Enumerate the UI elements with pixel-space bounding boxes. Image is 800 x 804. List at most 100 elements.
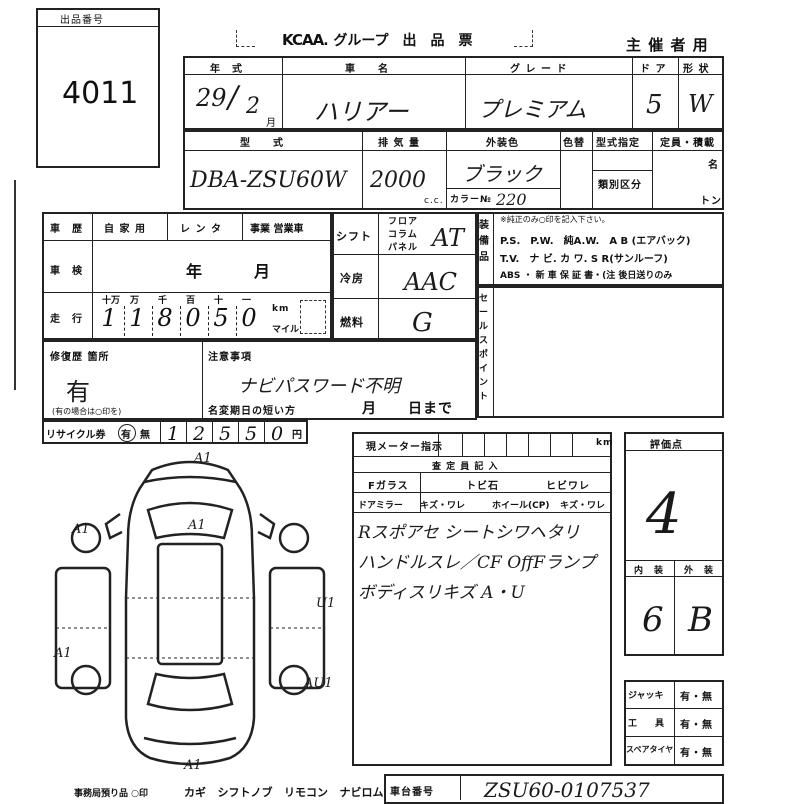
km-unit: km [272,304,290,314]
mileage-header-5: 一 [242,296,252,306]
mileage-digit-3: 0 [185,304,201,332]
capacity-label: 定員・積載 [660,138,715,149]
tools-choice: 有・無 [680,720,713,731]
chassis-label: 車台番号 [390,787,434,798]
exterior-label: 外 装 [684,566,715,576]
equipment-line3: ABS ・ 新 車 保 証 書・(注 後日送りのみ [500,271,673,281]
grade-value: プレミアム [478,98,587,123]
color-number-label: カラー№ [450,195,492,205]
grade-label: グ レ ー ド [510,64,568,75]
shape-value: W [688,90,713,118]
rear-window [146,672,234,712]
rear-right-wheel [278,664,310,696]
history-label: 車 歴 [50,224,83,235]
lot-box [36,8,160,168]
scan-edge-mark [14,180,16,390]
diagram-mark-left-rear: A1 [54,646,72,661]
exterior-score: B [688,600,713,640]
month-unit: 月 [266,118,277,129]
diagram-mark-right-rear: AU1 [304,676,333,691]
mileage-digit-5: 0 [241,304,257,332]
car-name-label: 車 名 [345,64,389,75]
body-outline [124,460,256,766]
chassis-value: ZSU60-0107537 [484,778,650,802]
inspection-value: 年 月 [186,262,272,281]
shift-option-column: コラム [388,230,418,240]
mileage-header-4: 十 [214,296,224,306]
mileage-header-0: 十万 [102,296,121,306]
meter-cell-divider [462,432,463,456]
persons-unit: 名 [708,160,719,171]
score-label: 評価点 [650,440,683,451]
equipment-label: 装備品 [479,220,490,263]
roof [156,542,224,666]
diagram-mark-left-front: A1 [72,522,90,537]
glass-label: Fガラス [368,481,409,492]
deadline-month: 月 [362,401,377,417]
row2-box [183,130,724,210]
mileage-digit-2: 8 [157,304,173,332]
inspector-box [352,432,612,766]
commercial-use: 事業 営業車 [250,224,304,235]
recycle-digit-3: 5 [244,423,258,445]
mileage-header-3: 百 [186,296,196,306]
mile-unit: マイル [272,325,300,335]
equipment-line2: T.V. ナ ビ. カ ワ. S R(サンルーフ) [500,254,668,265]
sponsor-label: 主 催 者 用 [626,36,709,54]
repair-label: 修復歴 箇所 [50,352,110,363]
color-number-value: 220 [496,190,527,209]
diagram-mark-right-side: U1 [316,596,336,611]
sales-point-label: セールスポイント [479,294,490,402]
displacement-label: 排 気 量 [378,138,420,149]
jack-label: ジャッキ [628,691,664,701]
repair-value: 有 [66,378,90,406]
rear-left-wheel [70,664,102,696]
shift-label: シフト [336,230,372,243]
mileage-digit-0: 1 [101,304,117,332]
wheel-label: ホイール(CP) [492,501,550,511]
notes-label: 注意事項 [208,352,252,363]
recycle-no: 無 [140,430,151,441]
inspector-note-2: ハンドルスレ／CF OffFランプ [358,553,596,573]
shape-label: 形 状 [683,64,710,75]
inspection-label: 車 検 [50,266,83,277]
header-bracket-left [236,30,255,47]
jack-choice: 有・無 [680,692,713,703]
fuel-value: G [412,308,433,338]
meter-cell-divider [484,432,485,456]
shift-value: AT [432,224,465,252]
recycle-label: リサイクル券 [46,430,106,441]
recycle-yes: 有 [121,430,132,441]
lot-label: 出品番号 [60,15,104,26]
diagram-mark-hood: A1 [188,518,206,533]
displacement-unit: c.c. [424,196,444,206]
front-right-wheel [278,522,310,554]
year-label: 年 式 [210,64,243,75]
equipment-note: ※純正のみ○印を記入下さい。 [500,215,610,224]
rental-use: レ ン タ [180,224,222,235]
notes-value: ナビパスワード不明 [238,376,400,397]
recycle-digit-1: 2 [192,423,206,445]
recycle-digit-0: 1 [166,423,180,445]
classification-label: 類別区分 [598,180,642,191]
office-item-shiftknob: シフトノブ [217,786,273,799]
ac-label: 冷房 [340,272,364,285]
brand-logo: KCAA [282,31,324,49]
car-name-value: ハリアー [314,98,409,126]
exterior-color-value: ブラック [462,162,542,186]
score-value: 4 [646,482,682,547]
mirror-label: ドアミラー [358,501,403,511]
fuel-label: 燃料 [340,316,364,329]
spare-choice: 有・無 [680,748,713,759]
recycle-digit-4: 0 [270,423,284,445]
type-spec-label: 型式指定 [596,138,640,149]
meter-cell-divider [528,432,529,456]
inspector-note-1: Rスポアセ シートシワヘタリ [358,523,580,543]
glass-option-chip: トビ石 [466,481,499,492]
mileage-digit-4: 5 [213,304,229,332]
meter-cell-divider [550,432,551,456]
ac-value: AAC [404,268,458,296]
color-change-label: 色替 [563,138,585,149]
inspector-note-3: ボディスリキズ A・U [358,583,525,603]
windshield [146,501,234,540]
